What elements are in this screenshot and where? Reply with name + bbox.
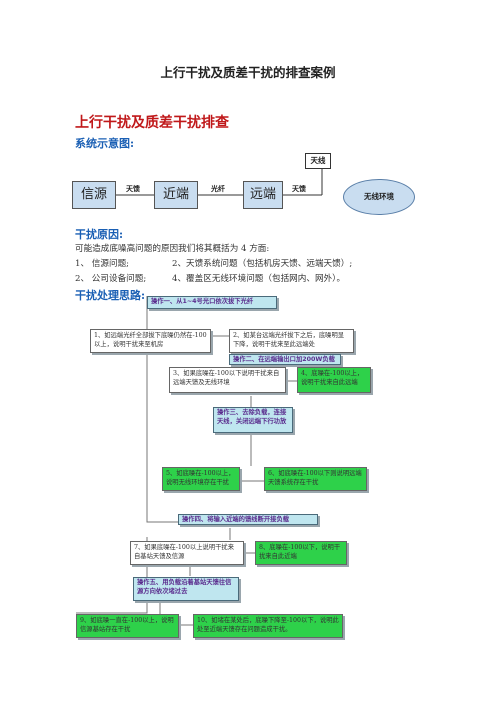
- step-7: 7、如果底噪在-100以上说明干扰来自基站天馈及信源: [130, 541, 244, 565]
- feeder-label-1: 天馈: [126, 185, 140, 193]
- cause-heading: 干扰原因:: [75, 228, 124, 241]
- process-heading: 干扰处理思路:: [75, 289, 146, 302]
- cause-item-2: 2、天馈系统问题（包括机房天馈、远端天馈）;: [172, 259, 353, 269]
- operation-2: 操作二、在远端输出口加200W负载: [229, 354, 341, 365]
- near-end-box: 近端: [154, 181, 198, 209]
- step-10: 10、如堵在某处后，底噪下降至-100以下，说明此处至近端天馈存在问题造成干扰。: [193, 614, 343, 638]
- feeder-label-2: 天馈: [292, 185, 306, 193]
- operation-4: 操作四、将输入近端的馈线断开接负载: [178, 514, 318, 525]
- document-title: 上行干扰及质差干扰的排查案例: [160, 65, 336, 80]
- wireless-environment-ellipse: 无线环境: [343, 179, 415, 215]
- cause-item-1: 1、 信源问题;: [75, 259, 130, 269]
- fiber-label: 光纤: [211, 185, 225, 193]
- antenna-box: 天线: [305, 153, 331, 169]
- step-3: 3、如果底噪在-100以下说明干扰来自远端天馈及无线环境: [169, 367, 286, 393]
- step-1: 1、如远端光纤全部拔下底噪仍然在-100以上，说明干扰来至机房: [90, 329, 211, 353]
- step-4: 4、底噪在-100以上，说明干扰来自此远端: [297, 367, 371, 393]
- step-6: 6、如底噪在-100以下则说明远端天馈系统存在干扰: [264, 467, 367, 491]
- source-box: 信源: [72, 181, 116, 209]
- cause-item-4: 4、覆盖区无线环境问题（包括网内、网外）。: [172, 274, 346, 284]
- step-9: 9、如底噪一直在-100以上，说明信源基站存在干扰: [76, 614, 179, 638]
- step-8: 8、底噪在-100以下，说明干扰来自此近端: [255, 541, 347, 565]
- cause-intro: 可能造成底噪高问题的原因我们将其概括为 4 方面:: [75, 244, 270, 254]
- cause-item-3: 2、 公司设备问题;: [75, 274, 147, 284]
- operation-5: 操作五、用负载沿着基站天馈往信源方向依次堵过去: [133, 577, 239, 601]
- system-diagram-heading: 系统示意图:: [75, 137, 135, 150]
- step-5: 5、如底噪在-100以上，说明无线环境存在干扰: [162, 467, 240, 491]
- remote-end-box: 远端: [243, 181, 283, 209]
- operation-3: 操作三、去除负载，连接天线，关闭远端下行功放: [213, 407, 293, 433]
- operation-1: 操作一、从1~4号光口依次拔下光纤: [147, 296, 277, 309]
- section-title: 上行干扰及质差干扰排查: [75, 115, 229, 131]
- step-2: 2、如某台远端光纤拔下之后，底噪明显下降，说明干扰来至此远端处: [229, 329, 354, 353]
